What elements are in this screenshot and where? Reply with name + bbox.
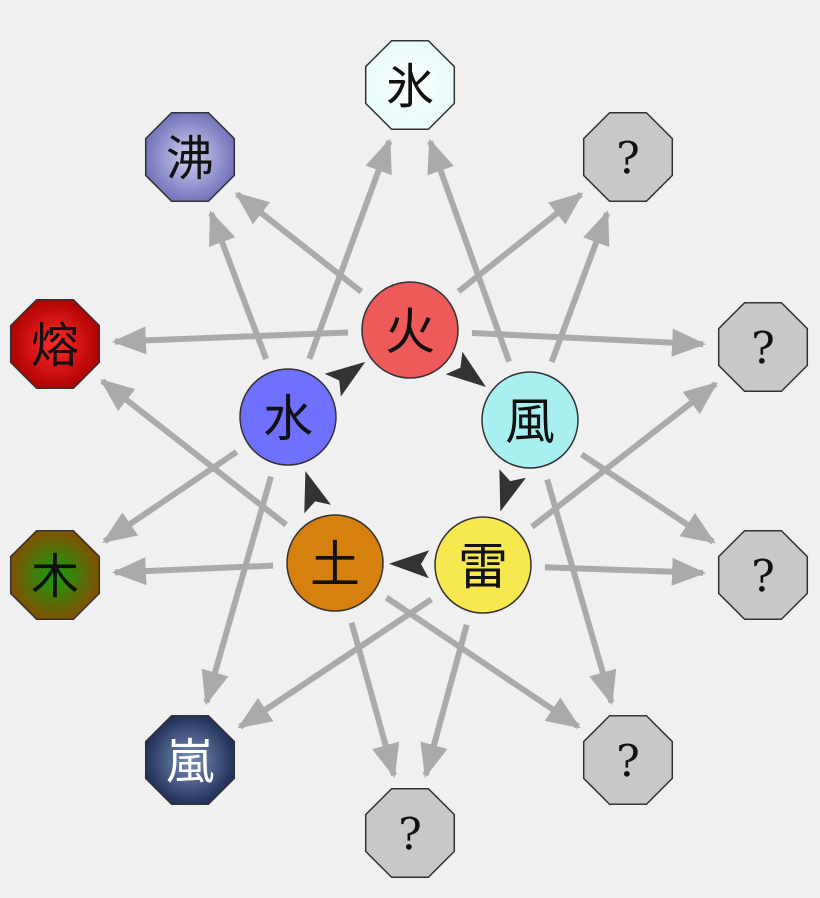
- earth-label: 土: [310, 536, 360, 594]
- cycle-arrow-fire-to-wind: [445, 351, 487, 387]
- lightning-label: 雷: [458, 538, 508, 596]
- lava-label: 熔: [31, 318, 79, 374]
- combination-arrow-lightning-to-unknown_3: [544, 557, 707, 586]
- water-circle: [239, 368, 337, 466]
- basic-element-earth: 土: [286, 514, 384, 612]
- boil-label: 沸: [166, 131, 214, 187]
- cycle-arrows: [304, 351, 526, 579]
- basic-element-wind: 風: [481, 371, 579, 469]
- cycle-arrowhead-icon: [304, 470, 331, 514]
- cycle-arrowhead-icon: [389, 550, 430, 579]
- combination-arrow-fire-to-lava: [111, 326, 349, 355]
- fire-label: 火: [385, 303, 435, 361]
- combination-arrow-fire-to-unknown_2: [471, 328, 707, 357]
- advanced-element-unknown_3: ?: [717, 529, 809, 621]
- combination-arrow-earth-to-lava: [99, 378, 289, 528]
- water-label: 水: [263, 390, 313, 448]
- cycle-arrow-water-to-fire: [324, 361, 366, 397]
- advanced-element-lava: 熔: [9, 298, 101, 390]
- basic-element-lightning: 雷: [434, 516, 532, 614]
- boil-octagon: [144, 111, 236, 203]
- unknown_2-label: ?: [751, 324, 775, 375]
- combination-arrow-water-to-boil: [208, 210, 269, 361]
- ice-label: 氷: [386, 59, 434, 115]
- unknown_4-label: ?: [616, 737, 640, 788]
- combination-arrow-water-to-storm: [201, 475, 274, 706]
- unknown_3-octagon: [717, 529, 809, 621]
- cycle-arrowhead-icon: [445, 351, 487, 387]
- unknown_1-label: ?: [616, 134, 640, 185]
- storm-octagon: [144, 714, 236, 806]
- cycle-arrow-earth-to-water: [304, 470, 331, 514]
- wind-label: 風: [505, 393, 555, 451]
- basic-element-fire: 火: [361, 281, 459, 379]
- wind-circle: [481, 371, 579, 469]
- advanced-element-unknown_5: ?: [364, 787, 456, 879]
- combination-arrow-earth-to-unknown_4: [384, 595, 581, 730]
- unknown_2-octagon: [717, 301, 809, 393]
- unknown_5-label: ?: [398, 810, 422, 861]
- combination-arrow-earth-to-unknown_5: [348, 621, 400, 779]
- combination-arrow-water-to-ice: [306, 138, 393, 360]
- advanced-element-storm: 嵐: [144, 714, 236, 806]
- advanced-element-unknown_4: ?: [582, 714, 674, 806]
- lightning-circle: [434, 516, 532, 614]
- ice-octagon: [364, 39, 456, 131]
- cycle-arrow-wind-to-lightning: [499, 469, 526, 512]
- advanced-element-ice: 氷: [364, 39, 456, 131]
- cycle-arrowhead-icon: [324, 361, 366, 397]
- lava-octagon: [9, 298, 101, 390]
- earth-circle: [286, 514, 384, 612]
- combination-arrows: [99, 138, 719, 779]
- advanced-element-unknown_2: ?: [717, 301, 809, 393]
- storm-label: 嵐: [166, 734, 214, 790]
- unknown_5-octagon: [364, 787, 456, 879]
- advanced-element-unknown_1: ?: [582, 111, 674, 203]
- combination-arrow-wind-to-unknown_1: [548, 210, 610, 363]
- cycle-arrowhead-icon: [499, 469, 526, 512]
- combination-arrow-water-to-wood: [102, 449, 239, 544]
- unknown_1-octagon: [582, 111, 674, 203]
- advanced-element-boil: 沸: [144, 111, 236, 203]
- combination-arrow-lightning-to-storm: [237, 596, 434, 730]
- combination-arrow-wind-to-ice: [427, 138, 512, 363]
- basic-element-water: 水: [239, 368, 337, 466]
- fire-circle: [361, 281, 459, 379]
- combination-arrow-wind-to-unknown_4: [544, 478, 617, 706]
- unknown_4-octagon: [582, 714, 674, 806]
- wood-label: 木: [31, 549, 79, 605]
- wood-octagon: [9, 529, 101, 621]
- cycle-arrow-lightning-to-earth: [389, 550, 430, 579]
- advanced-element-wood: 木: [9, 529, 101, 621]
- unknown_3-label: ?: [751, 552, 775, 603]
- combination-arrow-lightning-to-unknown_2: [530, 381, 719, 530]
